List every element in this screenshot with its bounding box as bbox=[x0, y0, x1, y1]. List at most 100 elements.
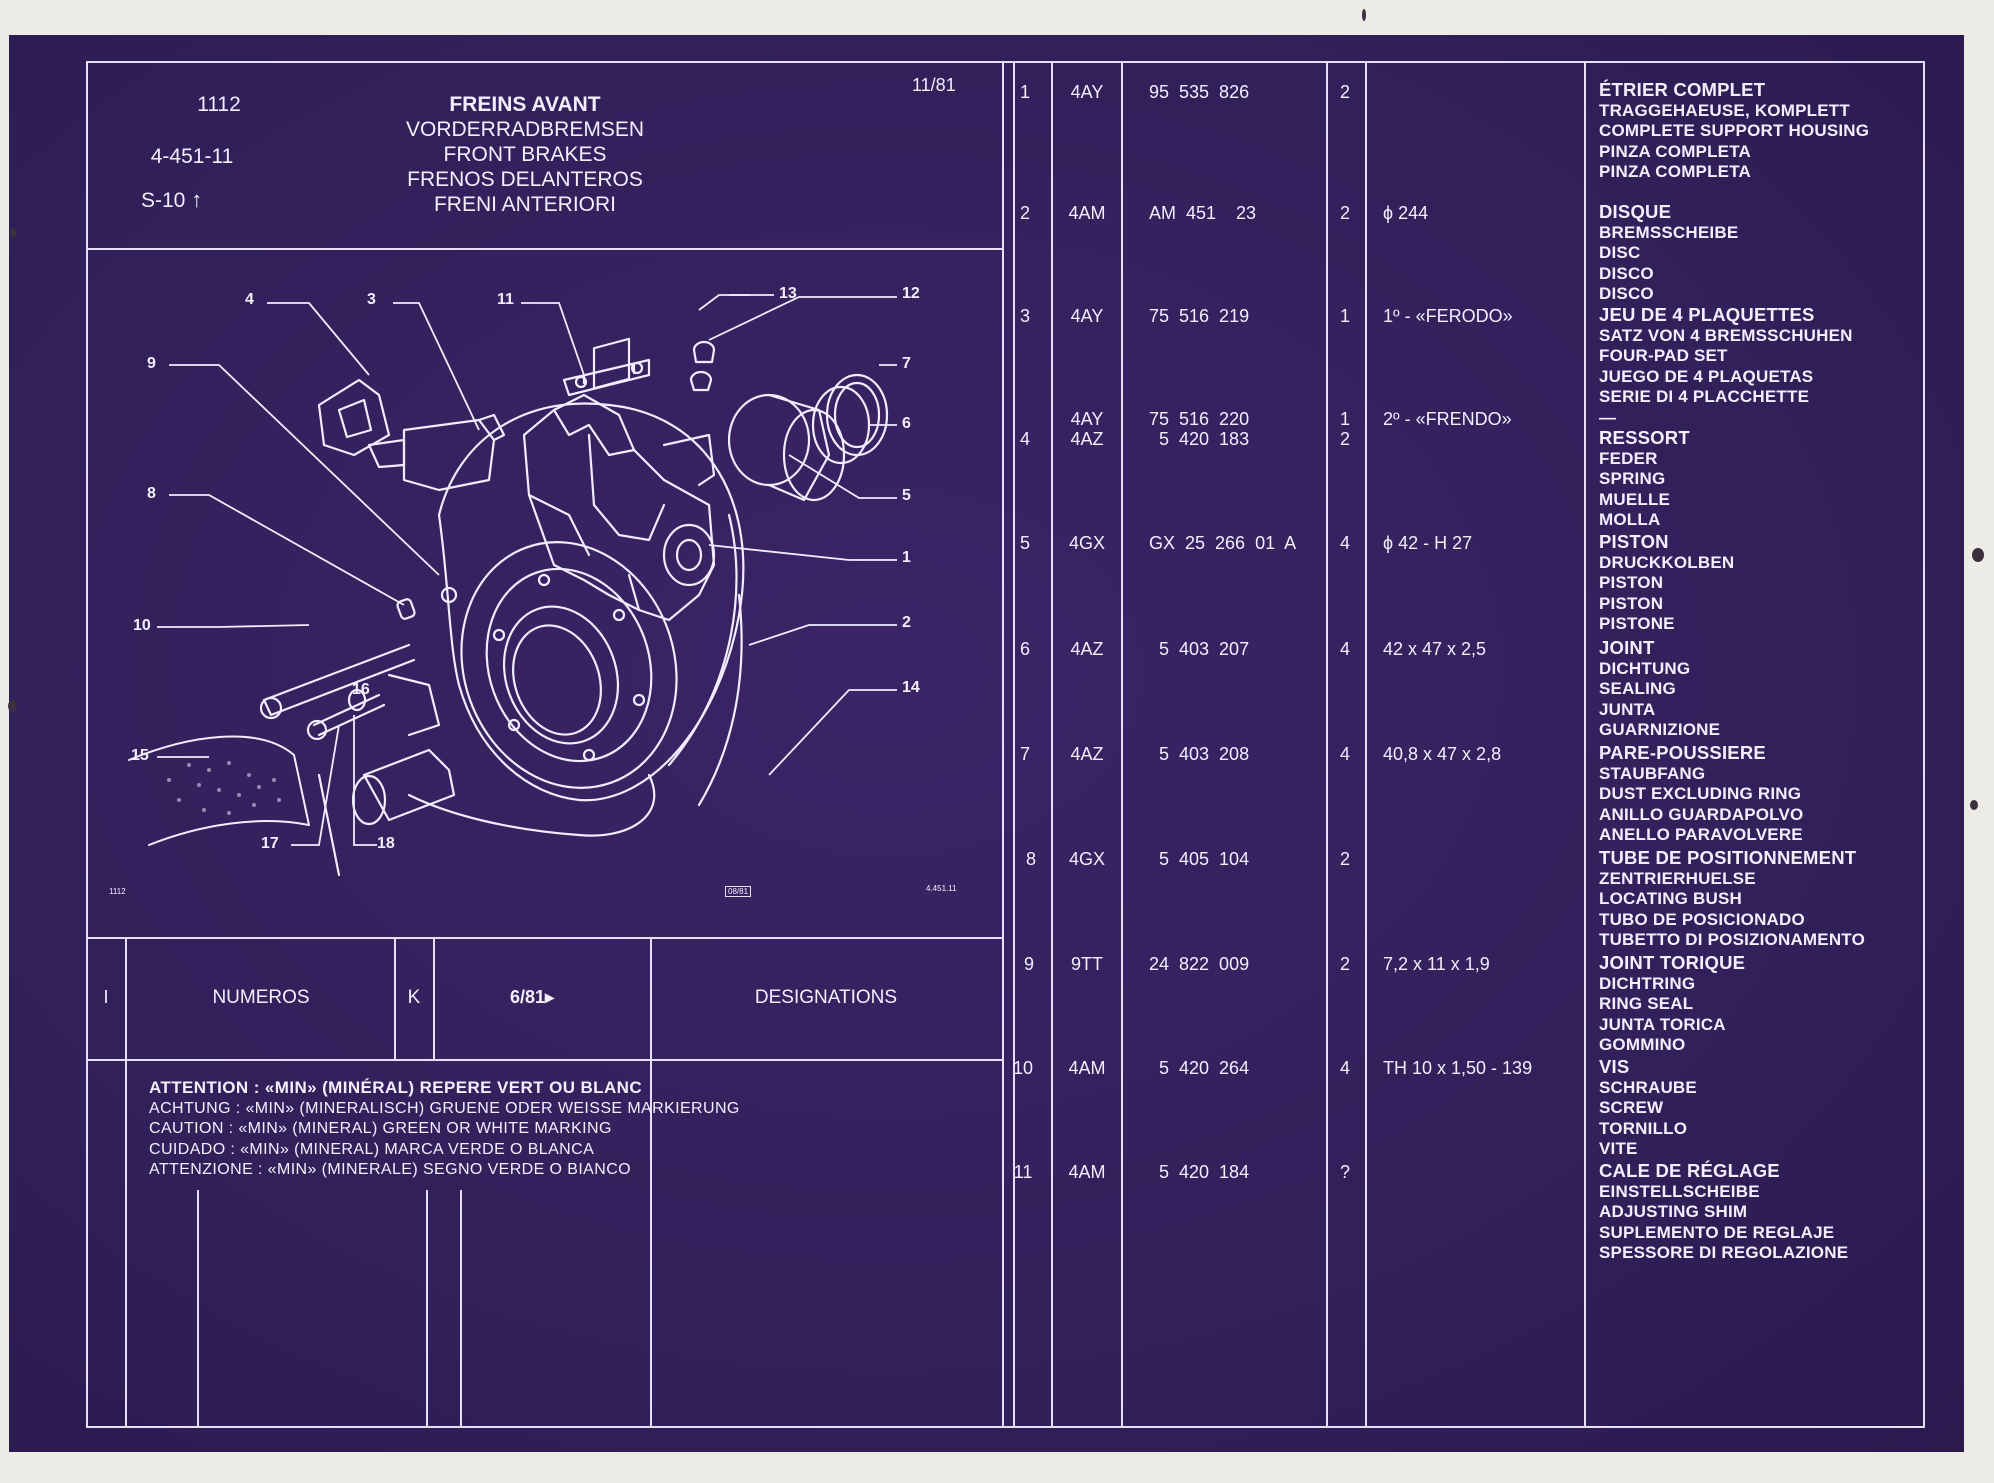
row-spec: ϕ 42 - H 27 bbox=[1383, 533, 1473, 553]
desc-es: TUBO DE POSICIONADO bbox=[1599, 909, 1805, 929]
row-qty: 1 bbox=[1339, 306, 1351, 326]
desc-fr: JEU DE 4 PLAQUETTES bbox=[1599, 304, 1815, 325]
desc-en: LOCATING BUSH bbox=[1599, 889, 1742, 908]
dust-speck bbox=[1972, 548, 1984, 562]
legend-col-designations: DESIGNATIONS bbox=[754, 987, 898, 1008]
row-number: AM 451 23 bbox=[1149, 203, 1257, 223]
row-number: GX 25 266 01 A bbox=[1149, 533, 1297, 553]
attention-es: CUIDADO : «MIN» (MINERAL) MARCA VERDE O … bbox=[149, 1140, 595, 1158]
legend-col-date: 6/81▸ bbox=[509, 987, 555, 1007]
row-code: 4AY bbox=[1070, 306, 1104, 326]
row-number: 24 822 009 bbox=[1149, 954, 1250, 974]
desc-es: JUNTA TORICA bbox=[1599, 1014, 1726, 1034]
row-spec: 1º - «FERODO» bbox=[1383, 306, 1513, 326]
desc-en: SEALING bbox=[1599, 679, 1676, 698]
row-number: 95 535 826 bbox=[1149, 82, 1250, 102]
row-desc: — bbox=[1599, 408, 1616, 429]
row-index: 5 bbox=[1019, 533, 1031, 553]
row-index: 11 bbox=[1013, 1162, 1033, 1182]
dust-speck bbox=[1362, 9, 1366, 21]
row-qty: ? bbox=[1339, 1162, 1351, 1182]
row-index: 8 bbox=[1025, 849, 1037, 869]
desc-es: MUELLE bbox=[1599, 489, 1671, 509]
callout-18: 18 bbox=[377, 835, 395, 852]
attention-de: ACHTUNG : «MIN» (MINERALISCH) GRUENE ODE… bbox=[149, 1099, 740, 1117]
desc-de: TRAGGEHAEUSE, KOMPLETT bbox=[1599, 100, 1850, 120]
row-qty: 4 bbox=[1339, 1058, 1351, 1078]
title-it: FRENI ANTERIORI bbox=[433, 193, 617, 216]
row-index: 4 bbox=[1019, 429, 1031, 449]
callout-10: 10 bbox=[133, 617, 151, 634]
parts-sheet: 1112 4-451-11 S-10 ↑ 11/81 FREINS AVANT … bbox=[9, 35, 1964, 1452]
row-spec: ϕ 244 bbox=[1383, 203, 1429, 223]
desc-fr: RESSORT bbox=[1599, 427, 1690, 448]
dust-speck bbox=[1970, 800, 1978, 810]
desc-es: PISTON bbox=[1599, 593, 1664, 613]
hub-part bbox=[128, 735, 310, 846]
legend-col-numeros: NUMEROS bbox=[212, 987, 310, 1008]
attention-block: ATTENTION : «MIN» (MINÉRAL) REPERE VERT … bbox=[149, 1078, 740, 1181]
desc-de: SATZ VON 4 BREMSSCHUHEN bbox=[1599, 325, 1853, 345]
callout-5: 5 bbox=[902, 487, 911, 504]
desc-es: TORNILLO bbox=[1599, 1118, 1688, 1138]
row-code: 4GX bbox=[1068, 533, 1106, 553]
row-desc: CALE DE RÉGLAGE EINSTELLSCHEIBE ADJUSTIN… bbox=[1599, 1160, 1848, 1264]
dust-speck bbox=[8, 700, 17, 712]
row-number: 75 516 220 bbox=[1149, 409, 1250, 429]
brake-exploded-diagram bbox=[128, 294, 897, 877]
desc-de: ZENTRIERHUELSE bbox=[1599, 868, 1756, 888]
desc-en: SCREW bbox=[1599, 1098, 1664, 1117]
ref-code: 4-451-11 bbox=[150, 145, 234, 168]
desc-es: ANILLO GUARDAPOLVO bbox=[1599, 804, 1804, 824]
group-code: 1112 bbox=[197, 93, 241, 116]
row-index: 6 bbox=[1019, 639, 1031, 659]
caliper-part bbox=[522, 337, 716, 622]
desc-es: JUEGO DE 4 PLAQUETAS bbox=[1599, 366, 1814, 386]
row-qty: 2 bbox=[1339, 954, 1351, 974]
dust-seal-part bbox=[825, 373, 889, 457]
dust-speck bbox=[10, 228, 16, 238]
desc-en: PISTON bbox=[1599, 573, 1664, 592]
row-desc: DISQUE BREMSSCHEIBE DISC DISCO DISCO bbox=[1599, 201, 1738, 305]
title-es: FRENOS DELANTEROS bbox=[407, 168, 643, 191]
header-date: 11/81 bbox=[912, 75, 956, 95]
callout-2: 2 bbox=[902, 614, 911, 631]
desc-es: SUPLEMENTO DE REGLAJE bbox=[1599, 1222, 1835, 1242]
spring-part bbox=[562, 358, 651, 397]
desc-it: GOMMINO bbox=[1599, 1035, 1686, 1054]
row-index: 2 bbox=[1019, 203, 1031, 223]
desc-fr: JOINT bbox=[1599, 637, 1655, 658]
hub-dots bbox=[167, 761, 281, 815]
row-desc: TUBE DE POSITIONNEMENT ZENTRIERHUELSE LO… bbox=[1599, 847, 1865, 951]
row-code: 4AY bbox=[1070, 82, 1104, 102]
diagram-footer-right: 4.451.11 bbox=[926, 884, 957, 893]
row-qty: 2 bbox=[1339, 429, 1351, 449]
row-qty: 4 bbox=[1339, 744, 1351, 764]
up-arrow-icon: ↑ bbox=[191, 187, 203, 212]
row-code: 4AY bbox=[1070, 409, 1104, 429]
desc-de: DICHTRING bbox=[1599, 973, 1696, 993]
row-number: 5 403 207 bbox=[1159, 639, 1250, 659]
row-desc: JOINT TORIQUE DICHTRING RING SEAL JUNTA … bbox=[1599, 952, 1745, 1056]
row-qty: 4 bbox=[1339, 533, 1351, 553]
desc-fr: DISQUE bbox=[1599, 201, 1672, 222]
callout-1: 1 bbox=[902, 549, 911, 566]
desc-de: DRUCKKOLBEN bbox=[1599, 552, 1735, 572]
desc-it: GUARNIZIONE bbox=[1599, 720, 1721, 739]
col-divider bbox=[1121, 61, 1123, 1428]
callout-7: 7 bbox=[902, 355, 911, 372]
desc-it: TUBETTO DI POSIZIONAMENTO bbox=[1599, 930, 1865, 949]
callout-3: 3 bbox=[367, 291, 376, 308]
row-qty: 2 bbox=[1339, 849, 1351, 869]
row-desc: JEU DE 4 PLAQUETTES SATZ VON 4 BREMSSCHU… bbox=[1599, 304, 1853, 408]
desc-en: RING SEAL bbox=[1599, 994, 1694, 1013]
desc-en: DUST EXCLUDING RING bbox=[1599, 784, 1802, 803]
desc-it: SERIE DI 4 PLACCHETTE bbox=[1599, 387, 1810, 406]
row-spec: 2º - «FRENDO» bbox=[1383, 409, 1512, 429]
desc-es: PINZA COMPLETA bbox=[1599, 141, 1752, 161]
section-label: S-10 bbox=[141, 189, 186, 212]
desc-fr: PARE-POUSSIERE bbox=[1599, 742, 1766, 763]
attention-en: CAUTION : «MIN» (MINERAL) GREEN OR WHITE… bbox=[149, 1120, 612, 1137]
row-index: 9 bbox=[1023, 954, 1035, 974]
row-qty: 2 bbox=[1339, 82, 1351, 102]
